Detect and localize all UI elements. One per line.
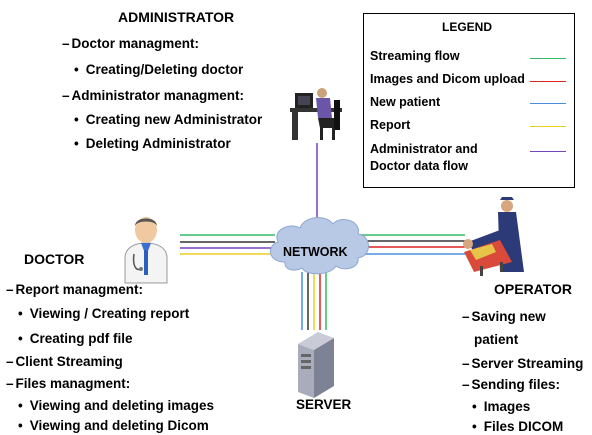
operator-item-files-dicom: Files DICOM (472, 419, 564, 434)
operator-title: OPERATOR (494, 281, 573, 297)
admin-item-create-admin: Creating new Administrator (74, 112, 263, 127)
doctor-item-view-delete-images: Viewing and deleting images (18, 398, 214, 413)
doctor-network-lines (180, 234, 275, 255)
legend-title: LEGEND (442, 20, 493, 34)
doctor-item-report-management: Report managment: (6, 282, 144, 297)
legend-label-report: Report (370, 118, 411, 132)
operator-item-sending-files: Sending files: (462, 377, 561, 392)
operator-item-saving-new: Saving new (462, 309, 546, 324)
doctor-item-create-pdf: Creating pdf file (18, 331, 133, 346)
server-network-lines (301, 272, 327, 330)
admin-item-administrator-management: Administrator managment: (62, 88, 245, 103)
doctor-avatar-icon (124, 217, 168, 284)
doctor-item-client-streaming: Client Streaming (6, 354, 123, 369)
operator-network-lines (355, 234, 465, 255)
operator-item-patient: patient (474, 332, 519, 347)
legend-swatch-upload (530, 81, 566, 82)
administrator-workstation-icon (290, 88, 342, 140)
doctor-item-view-delete-dicom: Viewing and deleting Dicom (18, 418, 209, 433)
administrator-title: ADMINISTRATOR (118, 9, 235, 25)
network-label: NETWORK (283, 245, 348, 259)
operator-item-server-streaming: Server Streaming (462, 356, 584, 371)
admin-item-delete-admin: Deleting Administrator (74, 136, 231, 151)
server-label: SERVER (296, 397, 352, 412)
legend-label-admin-flow-2: Doctor data flow (370, 159, 468, 173)
operator-item-images: Images (472, 399, 531, 414)
legend-label-streaming: Streaming flow (370, 49, 460, 63)
admin-item-create-delete-doctor: Creating/Deleting doctor (74, 62, 244, 77)
legend-swatch-admin-flow (530, 151, 566, 152)
legend-swatch-new-patient (530, 103, 566, 104)
operator-with-patient-icon (463, 197, 524, 276)
doctor-title: DOCTOR (24, 251, 85, 267)
admin-item-doctor-management: Doctor managment: (62, 36, 200, 51)
server-tower-icon (298, 332, 334, 398)
legend-box: LEGEND Streaming flow Images and Dicom u… (363, 13, 575, 188)
doctor-item-view-create-report: Viewing / Creating report (18, 306, 190, 321)
legend-label-new-patient: New patient (370, 95, 441, 109)
legend-label-upload: Images and Dicom upload (370, 72, 525, 86)
doctor-item-files-management: Files managment: (6, 376, 131, 391)
legend-swatch-streaming (530, 58, 566, 59)
legend-label-admin-flow-1: Administrator and (370, 142, 478, 156)
network-cloud-icon (269, 217, 369, 275)
legend-swatch-report (530, 126, 566, 127)
